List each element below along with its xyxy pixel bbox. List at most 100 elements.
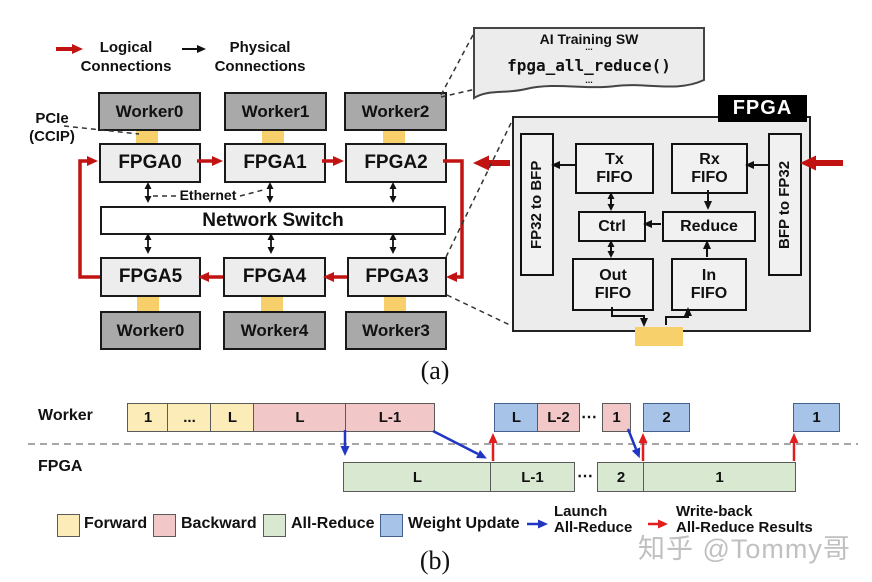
weight-update-swatch [380, 514, 403, 537]
in-fifo-block: In FIFO [671, 258, 747, 311]
backward-swatch [153, 514, 176, 537]
timeline-segment: 1 [643, 462, 796, 492]
segment-label: ⋯ [577, 468, 593, 485]
worker-label: Worker1 [241, 101, 310, 121]
segment-label: L [227, 409, 238, 426]
worker-label: Worker4 [240, 320, 309, 340]
tx-fifo-block: Tx FIFO [575, 143, 654, 194]
segment-label: 1 [143, 409, 153, 426]
legend-logical-label: Logical Connections [80, 39, 172, 75]
out-fifo-block: Out FIFO [572, 258, 654, 311]
timeline-segment: L [210, 403, 255, 432]
bfp-to-fp32-label: BFP to FP32 [775, 160, 793, 249]
fpga-label: FPGA3 [365, 266, 429, 287]
segment-label: 1 [612, 409, 621, 426]
network-switch-label: Network Switch [202, 209, 344, 231]
segment-label: ... [183, 409, 196, 426]
worker-label: Worker0 [116, 320, 185, 340]
forward-swatch [57, 514, 80, 537]
fp32-to-bfp-block: FP32 to BFP [520, 133, 554, 276]
bfp-to-fp32-block: BFP to FP32 [768, 133, 802, 276]
fpga-label: FPGA5 [118, 266, 183, 287]
fpga-detail-title: FPGA [718, 95, 807, 122]
network-switch-box: Network Switch [100, 206, 446, 235]
watermark: 知乎 @Tommy哥 [638, 534, 851, 564]
segment-label: 1 [812, 409, 821, 426]
timeline-segment: ... [167, 403, 212, 432]
pcie-ccip-label: PCIe (CCIP) [29, 110, 75, 145]
timeline-segment: L [343, 462, 492, 492]
segment-label: 1 [715, 468, 724, 486]
reduce-label: Reduce [680, 217, 738, 235]
rx-fifo-block: Rx FIFO [671, 143, 748, 194]
in-fifo-label: In FIFO [690, 266, 728, 302]
callout-dots-top: ... [585, 42, 593, 52]
fpga-detail-box [512, 116, 811, 332]
legend-physical-label: Physical Connections [214, 39, 306, 75]
tx-fifo-label: Tx FIFO [596, 150, 633, 186]
timeline-segment: 2 [643, 403, 690, 432]
segment-label: L [295, 409, 305, 426]
fpga-box: FPGA0 [99, 143, 201, 183]
timeline-segment: 1 [127, 403, 169, 432]
callout-code: fpga_all_reduce() [507, 56, 671, 75]
fpga-box: FPGA4 [223, 257, 326, 297]
fpga-detail-title-text: FPGA [732, 97, 793, 119]
fpga-row-label: FPGA [38, 458, 83, 475]
timeline-segment: L [494, 403, 539, 432]
ctrl-label: Ctrl [598, 217, 626, 235]
segment-label: 2 [662, 409, 671, 426]
timeline-segment: L-1 [490, 462, 575, 492]
worker-label: Worker0 [115, 101, 184, 121]
panel-b-caption: (b) [419, 546, 451, 575]
worker-label: Worker3 [362, 320, 430, 340]
timeline-segment: 2 [597, 462, 645, 492]
fpga-box: FPGA3 [347, 257, 447, 297]
detail-zoom-dashed-line [445, 120, 513, 258]
timeline-segment: L [253, 403, 347, 432]
segment-label: L-1 [521, 468, 544, 486]
segment-label: L-2 [547, 409, 570, 426]
segment-label: L-1 [378, 409, 402, 426]
timeline-segment: 1 [793, 403, 840, 432]
worker-box: Worker1 [224, 92, 327, 131]
fpga-label: FPGA2 [364, 152, 428, 173]
worker-box: Worker2 [344, 92, 447, 131]
fpga-box: FPGA1 [224, 143, 326, 183]
worker-box: Worker0 [98, 92, 201, 131]
forward-legend-label: Forward [84, 515, 148, 532]
segment-label: L [511, 409, 522, 426]
fp32-to-bfp-label: FP32 to BFP [527, 160, 545, 249]
backward-legend-label: Backward [181, 515, 257, 532]
weight-update-legend-label: Weight Update [408, 515, 520, 532]
launch-allreduce-legend-label: Launch All-Reduce [554, 503, 633, 536]
worker-box: Worker0 [100, 311, 201, 350]
segment-label: L [412, 468, 423, 486]
worker-row-label: Worker [38, 407, 93, 424]
callout-dashed-line [440, 32, 475, 96]
timeline-ellipsis: ⋯ [576, 403, 602, 430]
reduce-block: Reduce [662, 211, 756, 242]
callout-title: AI Training SW [539, 31, 639, 47]
timeline-segment: L-2 [537, 403, 580, 432]
timeline-segment: L-1 [345, 403, 435, 432]
ethernet-label: Ethernet [179, 187, 237, 203]
fpga-box: FPGA2 [345, 143, 447, 183]
worker-label: Worker2 [361, 101, 430, 121]
allreduce-swatch [263, 514, 286, 537]
panel-a-caption: (a) [420, 356, 450, 385]
timeline-ellipsis: ⋯ [573, 462, 597, 490]
rx-fifo-label: Rx FIFO [691, 150, 728, 186]
segment-label: ⋯ [581, 408, 597, 426]
ctrl-block: Ctrl [578, 211, 646, 242]
fpga-box: FPGA5 [100, 257, 201, 297]
detail-zoom-dashed-line [446, 294, 513, 327]
fpga-label: FPGA4 [242, 266, 307, 287]
worker-box: Worker3 [345, 311, 447, 350]
pcie-pad [635, 327, 683, 346]
fpga-label: FPGA1 [243, 152, 307, 173]
fpga-label: FPGA0 [118, 152, 182, 173]
callout-dots-bottom: ... [585, 75, 593, 85]
timeline-segment: 1 [602, 403, 631, 432]
